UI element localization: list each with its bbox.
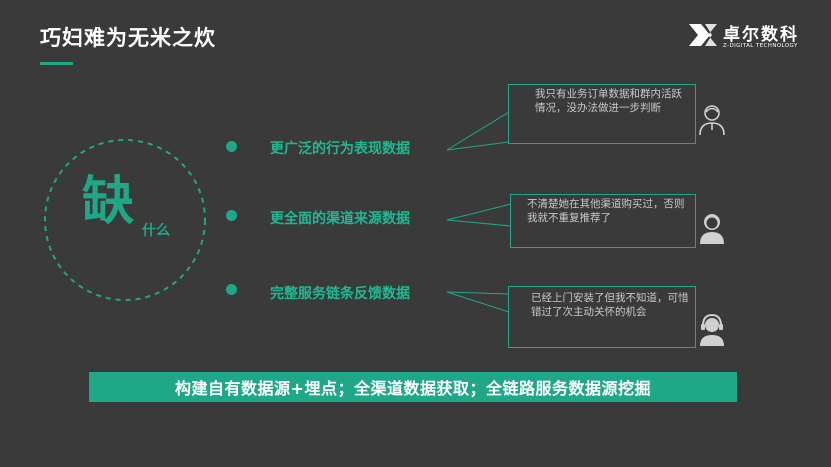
bullet-dot (226, 210, 237, 221)
bubble-tail (446, 111, 510, 151)
summary-banner: 构建自有数据源+埋点；全渠道数据获取；全链路服务数据源挖掘 (89, 372, 737, 402)
lack-character: 缺 (82, 172, 135, 232)
lack-subtext: 什么 (142, 223, 170, 239)
item-label-behavior: 更广泛的行为表现数据 (270, 141, 410, 157)
bubble-tail (446, 291, 510, 313)
title-underline (40, 62, 73, 65)
speech-bubble-service: 已经上门安装了但我不知道，可惜错过了次主动关怀的机会 (508, 286, 696, 348)
item-label-service: 完整服务链条反馈数据 (270, 286, 410, 302)
speech-bubble-behavior: 我只有业务订单数据和群内活跃情况，没办法做进一步判断 (508, 84, 696, 144)
page-title: 巧妇难为无米之炊 (40, 26, 216, 50)
bubble-tail (446, 203, 512, 227)
bullet-dot (226, 141, 237, 152)
logo-tagline: Z-DIGITAL TECHNOLOGY (723, 43, 798, 49)
item-label-channel: 更全面的渠道来源数据 (270, 211, 410, 227)
bullet-dot (226, 284, 237, 295)
dashed-circle (44, 139, 206, 301)
headset-support-person-icon (700, 313, 724, 346)
logo-name: 卓尔数科 (723, 25, 799, 45)
company-logo: 卓尔数科 Z-DIGITAL TECHNOLOGY (686, 18, 808, 58)
customer-service-person-icon (699, 105, 725, 136)
logo-mark-icon (689, 24, 717, 46)
curly-hair-person-icon (700, 214, 724, 244)
speech-bubble-channel: 不清楚她在其他渠道购买过，否则我就不重复推荐了 (510, 194, 696, 248)
